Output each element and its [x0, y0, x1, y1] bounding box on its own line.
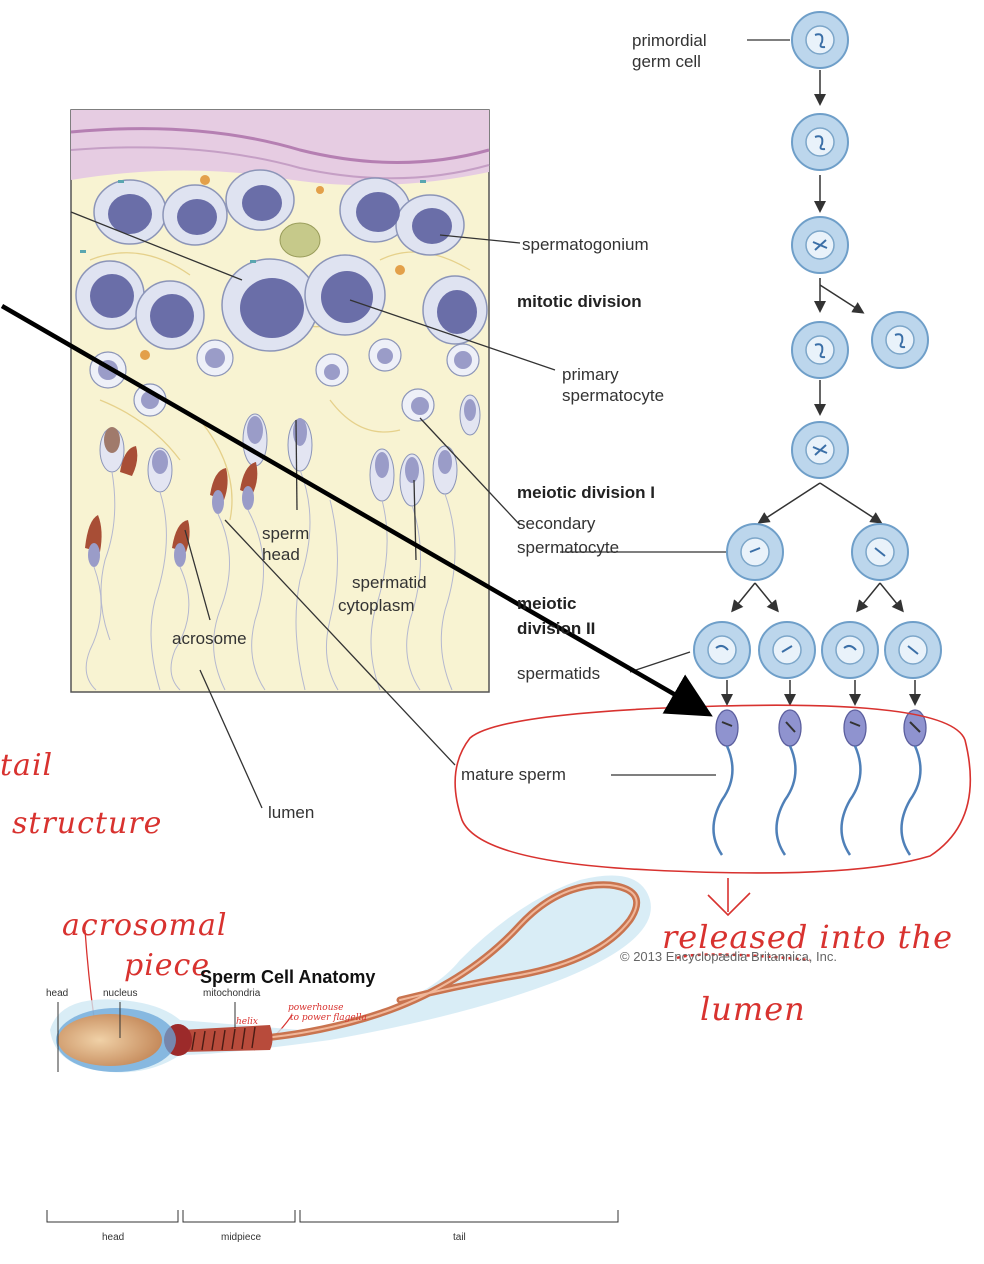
annotation-piece: piece — [124, 948, 211, 983]
germ-cell-lineage — [693, 11, 942, 856]
label-acrosome: acrosome — [172, 629, 247, 648]
label-spermatid-cytoplasm-line2: cytoplasm — [338, 596, 415, 615]
annotation-structure: structure — [12, 806, 163, 841]
label-primordial-line2: germ cell — [632, 52, 701, 71]
label-primordial-line1: primordial — [632, 31, 707, 50]
label-sperm-head-line1: sperm — [262, 524, 310, 543]
annotation-strokes — [77, 704, 972, 1059]
annotation-released: released into the — [662, 918, 954, 956]
label-mature-sperm: mature sperm — [461, 765, 566, 784]
label-sperm-head-line2: head — [262, 545, 300, 564]
label-lumen: lumen — [268, 803, 315, 822]
label-mitotic-division: mitotic division — [517, 292, 642, 311]
anatomy-label-head: head — [46, 988, 69, 999]
annotation-tail: tail — [0, 748, 54, 783]
annotation-powerhouse-line2: to power flagella — [290, 1013, 367, 1023]
anatomy-title: Sperm Cell Anatomy — [200, 967, 376, 987]
label-secondary-line1: secondary — [517, 514, 596, 533]
anatomy-label-mitochondria: mitochondria — [203, 988, 261, 999]
label-primary-line2: spermatocyte — [562, 386, 665, 405]
annotation-powerhouse-line1: powerhouse — [288, 1003, 344, 1013]
anatomy-section-midpiece: midpiece — [221, 1232, 262, 1243]
tissue-section — [70, 109, 490, 693]
label-primary-line1: primary — [562, 365, 619, 384]
label-meiotic-2-line1: meiotic — [517, 594, 577, 613]
anatomy-section-tail: tail — [453, 1232, 466, 1243]
pointer-arrow — [0, 304, 713, 717]
sperm-anatomy-illustration — [46, 875, 651, 1223]
anatomy-section-head: head — [102, 1232, 125, 1243]
label-meiotic-division-1: meiotic division I — [517, 483, 655, 502]
label-secondary-line2: spermatocyte — [517, 538, 620, 557]
anatomy-label-nucleus: nucleus — [103, 988, 138, 999]
annotation-acrosomal: acrosomal — [62, 908, 228, 943]
label-spermatogonium: spermatogonium — [522, 235, 649, 254]
annotation-helix: helix — [236, 1017, 258, 1027]
label-credit: © 2013 Encyclopædia Britannica, Inc. — [620, 949, 837, 964]
annotation-lumen: lumen — [700, 990, 806, 1028]
label-spermatids: spermatids — [517, 664, 601, 683]
label-meiotic-2-line2: division II — [517, 619, 596, 638]
label-spermatid-cytoplasm-line1: spermatid — [352, 573, 427, 592]
